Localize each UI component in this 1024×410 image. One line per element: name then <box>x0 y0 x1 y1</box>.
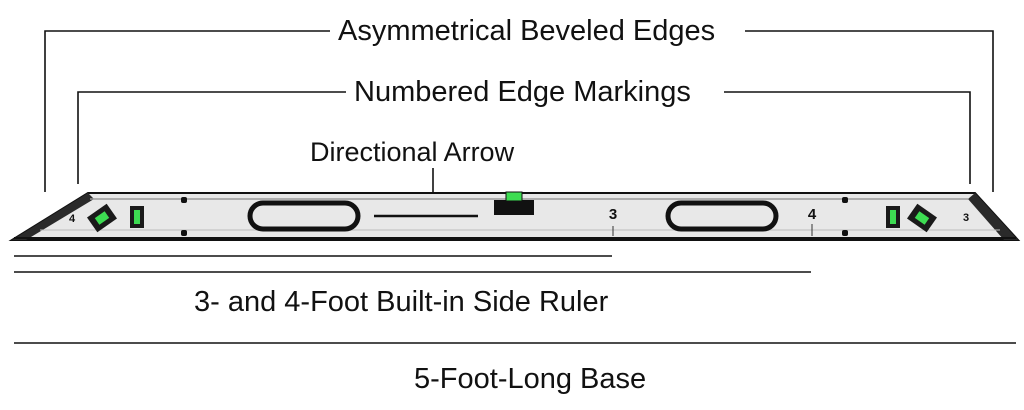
right-angle-vial-icon <box>907 203 937 233</box>
label-directional-arrow: Directional Arrow <box>306 139 519 166</box>
mark-3: 3 <box>609 206 617 223</box>
center-vial-icon <box>494 191 534 215</box>
mark-right-end: 3 <box>963 212 969 224</box>
right-plumb-vial-icon <box>886 206 900 228</box>
left-angle-vial-icon <box>87 203 117 233</box>
mark-left-end: 4 <box>69 213 76 225</box>
handle-left <box>247 200 361 232</box>
label-base-length: 5-Foot-Long Base <box>410 365 651 394</box>
bevel-callout-line <box>44 30 994 192</box>
rivets <box>181 197 848 236</box>
label-edge-markings: Numbered Edge Markings <box>350 78 695 107</box>
left-plumb-vial-icon <box>130 206 144 228</box>
markings-callout-line <box>77 91 971 184</box>
mark-4: 4 <box>808 206 817 223</box>
label-beveled-edges: Asymmetrical Beveled Edges <box>334 17 720 46</box>
label-side-ruler: 3- and 4-Foot Built-in Side Ruler <box>190 288 613 317</box>
handle-right <box>665 200 779 232</box>
